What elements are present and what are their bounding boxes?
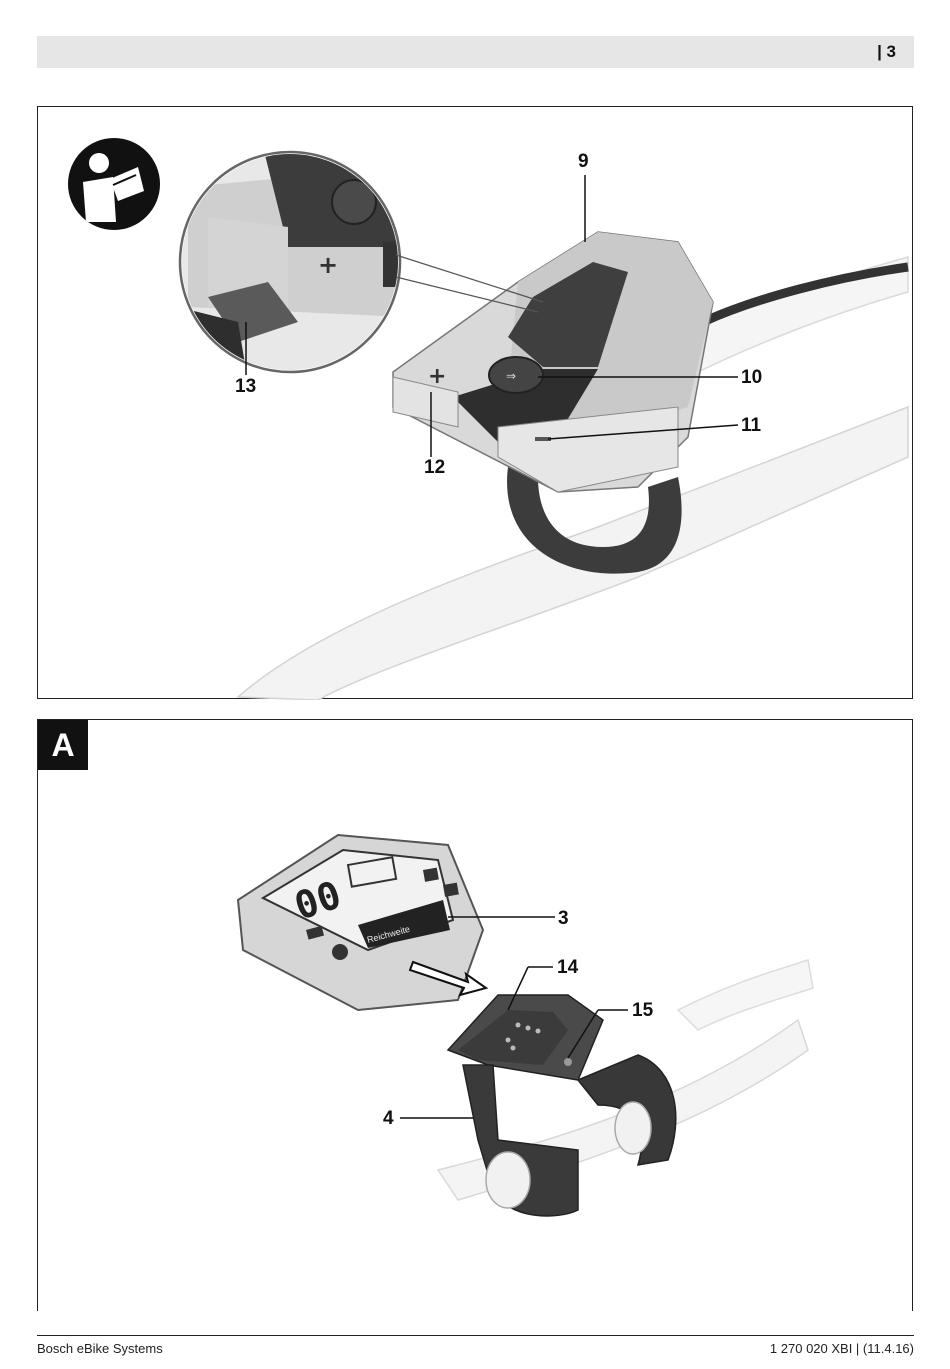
- display-button-icon: [443, 883, 459, 897]
- display-button-icon: [423, 868, 439, 882]
- callout-14: 14: [557, 958, 578, 977]
- header-bar: | 3: [37, 36, 914, 68]
- callout-3: 3: [558, 909, 569, 928]
- page-number: | 3: [877, 42, 896, 62]
- figure-top-panel: ⇒ + +: [37, 106, 913, 699]
- callout-10: 10: [741, 368, 762, 387]
- callout-11: 11: [741, 416, 761, 435]
- svg-text:+: +: [318, 251, 338, 279]
- figure-a-panel: A 00 Reichweite: [37, 719, 913, 1311]
- callout-15: 15: [632, 1001, 653, 1020]
- footer-rule: [37, 1335, 914, 1336]
- walk-icon: ⇒: [506, 369, 516, 383]
- callout-13: 13: [235, 377, 256, 396]
- callout-12: 12: [424, 458, 445, 477]
- lock-screw-icon: [564, 1058, 572, 1066]
- footer-doc-id: 1 270 020 XBI | (11.4.16): [770, 1341, 914, 1356]
- control-unit-illustration: ⇒ + +: [38, 107, 914, 700]
- display-power-icon: [332, 944, 348, 960]
- plus-sign-icon: +: [428, 364, 446, 389]
- display-mount-illustration: 00 Reichweite: [38, 720, 914, 1312]
- clamp-insert: [486, 1152, 530, 1208]
- callout-9: 9: [578, 152, 589, 171]
- clamp-insert: [615, 1102, 651, 1154]
- footer-company: Bosch eBike Systems: [37, 1341, 163, 1356]
- callout-4: 4: [383, 1109, 394, 1128]
- handlebar-far: [678, 960, 813, 1030]
